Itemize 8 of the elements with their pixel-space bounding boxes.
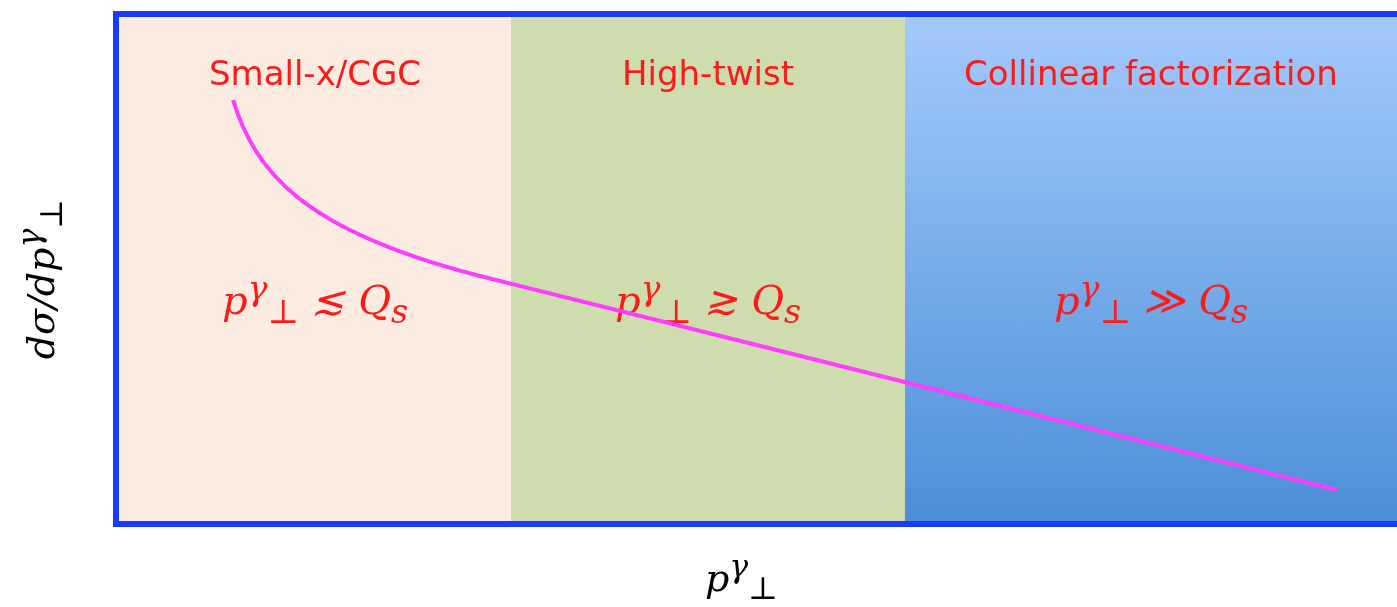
region-title: High-twist — [621, 53, 794, 93]
region-title: Small-x/CGC — [208, 53, 422, 93]
formula-text: p$^{γ}$$_{⊥}$ ≲ Q$_{s}$ — [221, 269, 409, 332]
region-title: Collinear factorization — [964, 53, 1338, 93]
formula-text: p$^{γ}$$_{⊥}$ ≫ Q$_{s}$ — [1053, 269, 1249, 332]
region-band — [119, 17, 511, 521]
region-band — [511, 17, 905, 521]
region-band — [905, 17, 1397, 521]
